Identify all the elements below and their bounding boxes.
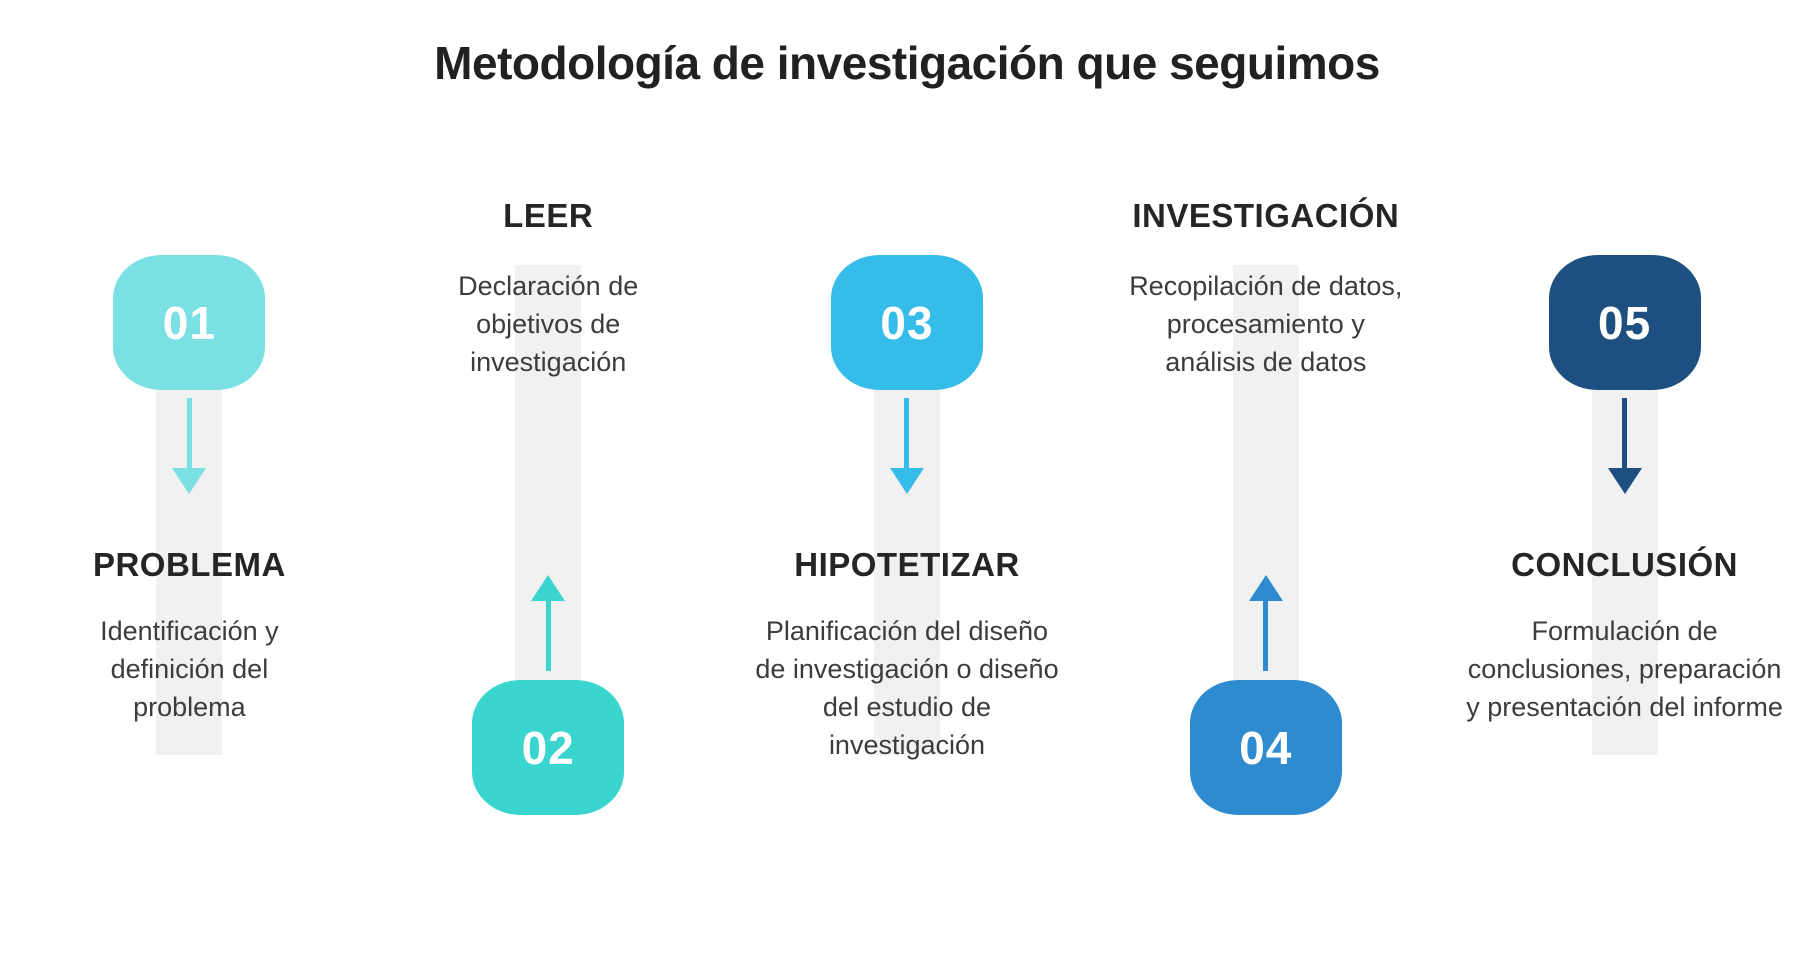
step-1-badge: 01 — [113, 255, 266, 390]
step-4-heading: INVESTIGACIÓN — [1132, 197, 1400, 234]
step-1-heading: PROBLEMA — [92, 546, 286, 583]
step-2-badge: 02 — [472, 680, 625, 815]
step-5-description: Formulación de conclusiones, preparación… — [1466, 616, 1783, 722]
page-title: Metodología de investigación que seguimo… — [434, 37, 1380, 89]
arrow-head — [172, 468, 207, 494]
step-5-column: 05 CONCLUSIÓN Formulación de conclusione… — [1445, 190, 1804, 850]
step-1-number: 01 — [162, 296, 216, 349]
step-2-number: 02 — [521, 721, 575, 774]
step-3-heading: HIPOTETIZAR — [794, 546, 1020, 583]
step-4-column: INVESTIGACIÓN Recopilación de datos, pro… — [1086, 190, 1445, 850]
step-3-number: 03 — [880, 296, 934, 349]
step-3-description: Planificación del diseño de investigació… — [755, 616, 1059, 760]
arrow-shaft — [1263, 601, 1269, 671]
methodology-steps-row: 01 PROBLEMA Identificación y definición … — [0, 190, 1814, 850]
arrow-shaft — [186, 398, 192, 468]
arrow-up-icon — [1248, 575, 1283, 671]
step-3-badge: 03 — [830, 255, 983, 390]
step-5-heading: CONCLUSIÓN — [1511, 546, 1738, 583]
arrow-head — [889, 468, 924, 494]
arrow-shaft — [545, 601, 551, 671]
step-5-badge: 05 — [1548, 255, 1701, 390]
arrow-shaft — [1622, 398, 1628, 468]
step-1-description: Identificación y definición del problema — [100, 616, 279, 722]
step-1-column: 01 PROBLEMA Identificación y definición … — [10, 190, 369, 850]
arrow-up-icon — [531, 575, 566, 671]
arrow-down-icon — [889, 398, 924, 494]
arrow-head — [1248, 575, 1283, 601]
step-4-badge: 04 — [1189, 680, 1342, 815]
arrow-head — [1607, 468, 1642, 494]
step-3-column: 03 HIPOTETIZAR Planificación del diseño … — [728, 190, 1087, 850]
arrow-down-icon — [1607, 398, 1642, 494]
step-5-number: 05 — [1597, 296, 1652, 349]
arrow-down-icon — [172, 398, 207, 494]
step-2-heading: LEER — [503, 197, 594, 234]
arrow-head — [531, 575, 566, 601]
step-2-column: LEER Declaración de objetivos de investi… — [369, 190, 728, 850]
step-2-description: Declaración de objetivos de investigació… — [458, 271, 639, 377]
step-4-number: 04 — [1239, 721, 1293, 774]
step-4-description: Recopilación de datos, procesamiento y a… — [1129, 271, 1403, 377]
arrow-shaft — [904, 398, 910, 468]
